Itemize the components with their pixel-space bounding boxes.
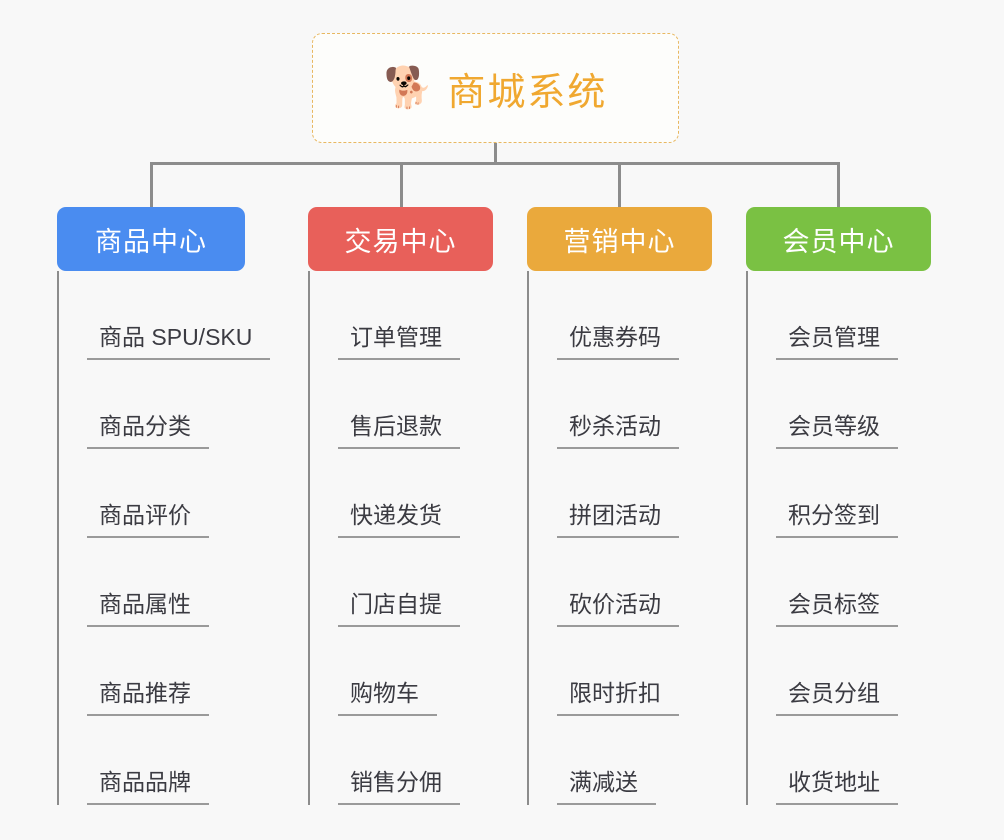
leaf-label: 购物车 <box>338 674 437 716</box>
list-item[interactable]: 商品品牌 <box>57 716 245 805</box>
branch-bus-line <box>150 162 840 165</box>
leaf-label: 会员分组 <box>776 674 898 716</box>
branch-header-label: 交易中心 <box>344 226 457 257</box>
branch-trunk-line <box>57 271 59 805</box>
branch-items-member: 会员管理 会员等级 积分签到 会员标签 会员分组 收货地址 <box>746 271 931 805</box>
branch-header-product[interactable]: 商品中心 <box>57 207 245 271</box>
leaf-label: 售后退款 <box>338 407 460 449</box>
branch-drop-line-2 <box>400 162 403 209</box>
list-item[interactable]: 会员管理 <box>746 271 931 360</box>
leaf-label: 优惠券码 <box>557 318 679 360</box>
list-item[interactable]: 销售分佣 <box>308 716 493 805</box>
leaf-label: 拼团活动 <box>557 496 679 538</box>
branch-header-label: 营销中心 <box>563 226 676 257</box>
leaf-label: 商品评价 <box>87 496 209 538</box>
list-item[interactable]: 会员标签 <box>746 538 931 627</box>
branch-column-marketing: 营销中心 优惠券码 秒杀活动 拼团活动 砍价活动 限时折扣 满减送 <box>527 207 712 805</box>
list-item[interactable]: 秒杀活动 <box>527 360 712 449</box>
list-item[interactable]: 商品评价 <box>57 449 245 538</box>
leaf-label: 快递发货 <box>338 496 460 538</box>
leaf-label: 门店自提 <box>338 585 460 627</box>
branch-trunk-line <box>527 271 529 805</box>
branch-drop-line-3 <box>618 162 621 209</box>
branch-header-member[interactable]: 会员中心 <box>746 207 931 271</box>
list-item[interactable]: 会员等级 <box>746 360 931 449</box>
leaf-label: 商品分类 <box>87 407 209 449</box>
root-stem-line <box>494 143 497 165</box>
leaf-label: 商品推荐 <box>87 674 209 716</box>
leaf-label: 满减送 <box>557 763 656 805</box>
list-item[interactable]: 限时折扣 <box>527 627 712 716</box>
list-item[interactable]: 购物车 <box>308 627 493 716</box>
branch-header-label: 会员中心 <box>782 226 895 257</box>
leaf-label: 会员管理 <box>776 318 898 360</box>
list-item[interactable]: 快递发货 <box>308 449 493 538</box>
list-item[interactable]: 积分签到 <box>746 449 931 538</box>
branch-header-marketing[interactable]: 营销中心 <box>527 207 712 271</box>
list-item[interactable]: 会员分组 <box>746 627 931 716</box>
branch-drop-line-1 <box>150 162 153 209</box>
list-item[interactable]: 收货地址 <box>746 716 931 805</box>
leaf-label: 订单管理 <box>338 318 460 360</box>
leaf-label: 会员标签 <box>776 585 898 627</box>
branch-header-label: 商品中心 <box>95 226 207 257</box>
list-item[interactable]: 商品分类 <box>57 360 245 449</box>
list-item[interactable]: 商品属性 <box>57 538 245 627</box>
branch-items-product: 商品 SPU/SKU 商品分类 商品评价 商品属性 商品推荐 商品品牌 <box>57 271 271 805</box>
list-item[interactable]: 满减送 <box>527 716 712 805</box>
leaf-label: 商品属性 <box>87 585 209 627</box>
list-item[interactable]: 优惠券码 <box>527 271 712 360</box>
branch-column-member: 会员中心 会员管理 会员等级 积分签到 会员标签 会员分组 收货地址 <box>746 207 931 805</box>
leaf-label: 会员等级 <box>776 407 898 449</box>
list-item[interactable]: 商品 SPU/SKU <box>57 271 271 360</box>
shiba-inu-icon: 🐕 <box>383 66 434 110</box>
leaf-label: 销售分佣 <box>338 763 460 805</box>
leaf-label: 秒杀活动 <box>557 407 679 449</box>
list-item[interactable]: 商品推荐 <box>57 627 245 716</box>
leaf-label: 限时折扣 <box>557 674 679 716</box>
leaf-label: 收货地址 <box>776 763 898 805</box>
list-item[interactable]: 售后退款 <box>308 360 493 449</box>
list-item[interactable]: 拼团活动 <box>527 449 712 538</box>
root-node[interactable]: 🐕 商城系统 <box>312 33 679 143</box>
list-item[interactable]: 门店自提 <box>308 538 493 627</box>
branch-trunk-line <box>308 271 310 805</box>
branch-header-trade[interactable]: 交易中心 <box>308 207 493 271</box>
list-item[interactable]: 订单管理 <box>308 271 493 360</box>
leaf-label: 砍价活动 <box>557 585 679 627</box>
branch-items-marketing: 优惠券码 秒杀活动 拼团活动 砍价活动 限时折扣 满减送 <box>527 271 712 805</box>
list-item[interactable]: 砍价活动 <box>527 538 712 627</box>
branch-trunk-line <box>746 271 748 805</box>
branch-drop-line-4 <box>837 162 840 209</box>
leaf-label: 积分签到 <box>776 496 898 538</box>
branch-column-product: 商品中心 商品 SPU/SKU 商品分类 商品评价 商品属性 商品推荐 商品品牌 <box>57 207 271 805</box>
leaf-label: 商品 SPU/SKU <box>87 318 271 360</box>
root-title: 商城系统 <box>447 71 608 114</box>
branch-column-trade: 交易中心 订单管理 售后退款 快递发货 门店自提 购物车 销售分佣 <box>308 207 493 805</box>
leaf-label: 商品品牌 <box>87 763 209 805</box>
branch-items-trade: 订单管理 售后退款 快递发货 门店自提 购物车 销售分佣 <box>308 271 493 805</box>
